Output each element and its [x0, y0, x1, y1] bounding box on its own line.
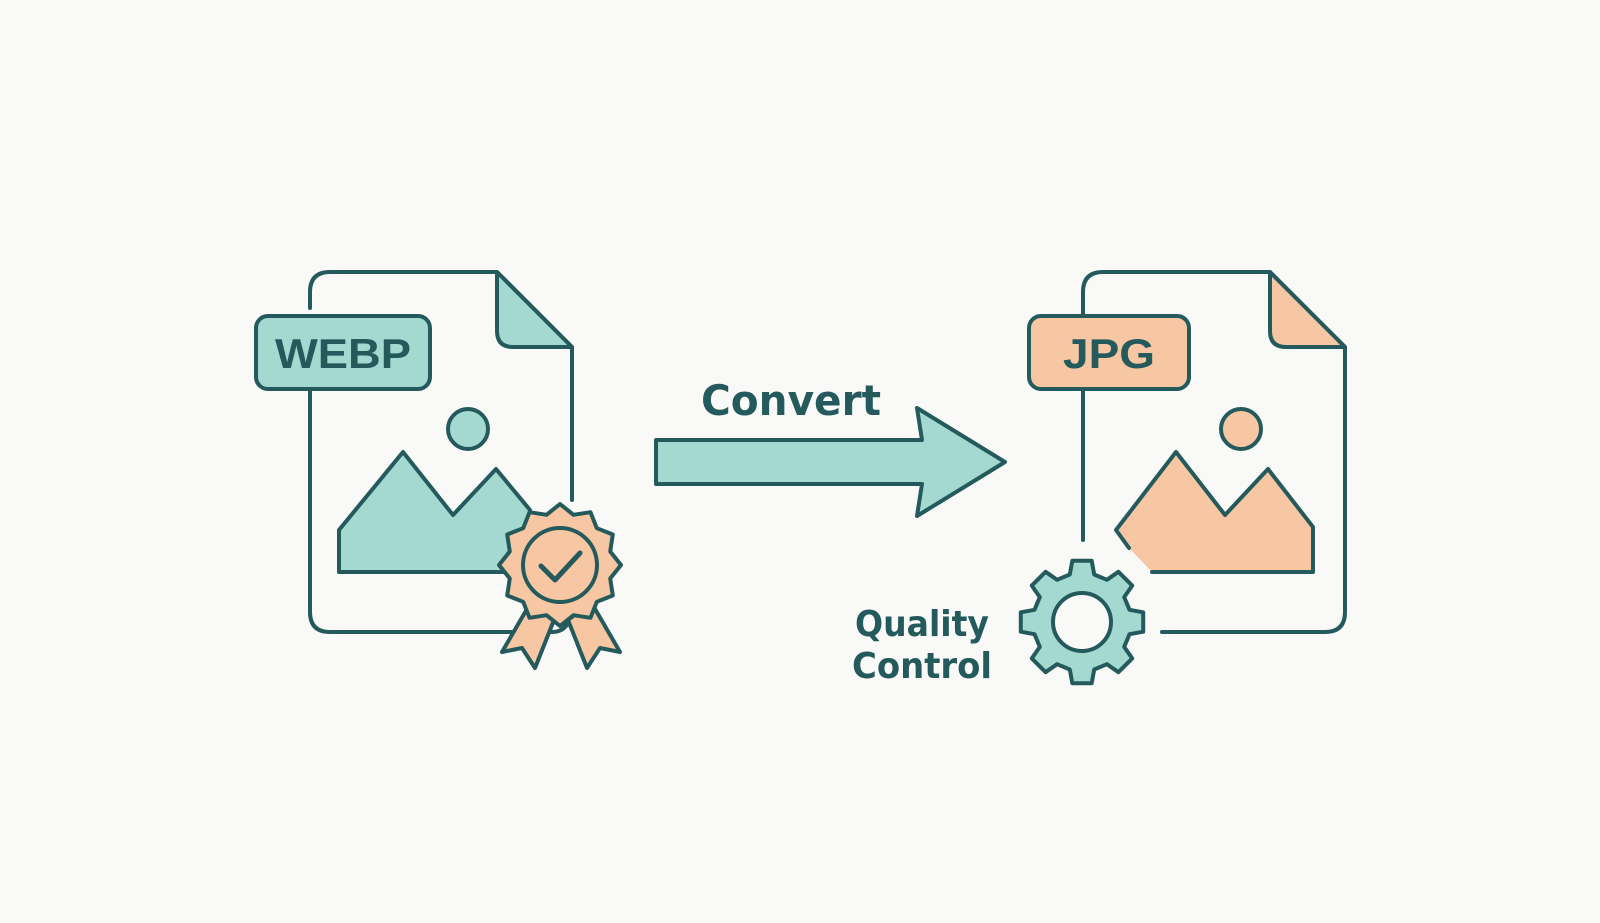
target-image-mountains [1114, 450, 1315, 574]
target-format-label: JPG [1063, 330, 1155, 377]
badge-inner-circle [521, 526, 599, 604]
target-image-sun [1219, 407, 1263, 451]
gear-icon [1018, 558, 1146, 686]
target-document-fold [1268, 270, 1347, 349]
source-format-label: WEBP [275, 330, 411, 377]
gear-hole [1051, 591, 1113, 653]
award-ribbon-check-icon [497, 502, 623, 670]
arrow-label: Convert [701, 376, 881, 425]
right-arrow-icon [654, 406, 1007, 518]
convert-arrow: Convert [654, 376, 1007, 518]
source-format-tag [254, 314, 432, 391]
source-document-fold [495, 270, 574, 349]
badge-checkmark [538, 550, 583, 583]
source-image-mountains [337, 450, 532, 574]
source-file: WEBP [254, 270, 623, 670]
source-image-sun [446, 407, 490, 451]
quality-label-line1: Quality [855, 604, 989, 645]
target-file: JPG Quality Control [852, 270, 1347, 687]
target-format-tag [1027, 314, 1191, 391]
quality-label-line2: Control [852, 646, 992, 687]
